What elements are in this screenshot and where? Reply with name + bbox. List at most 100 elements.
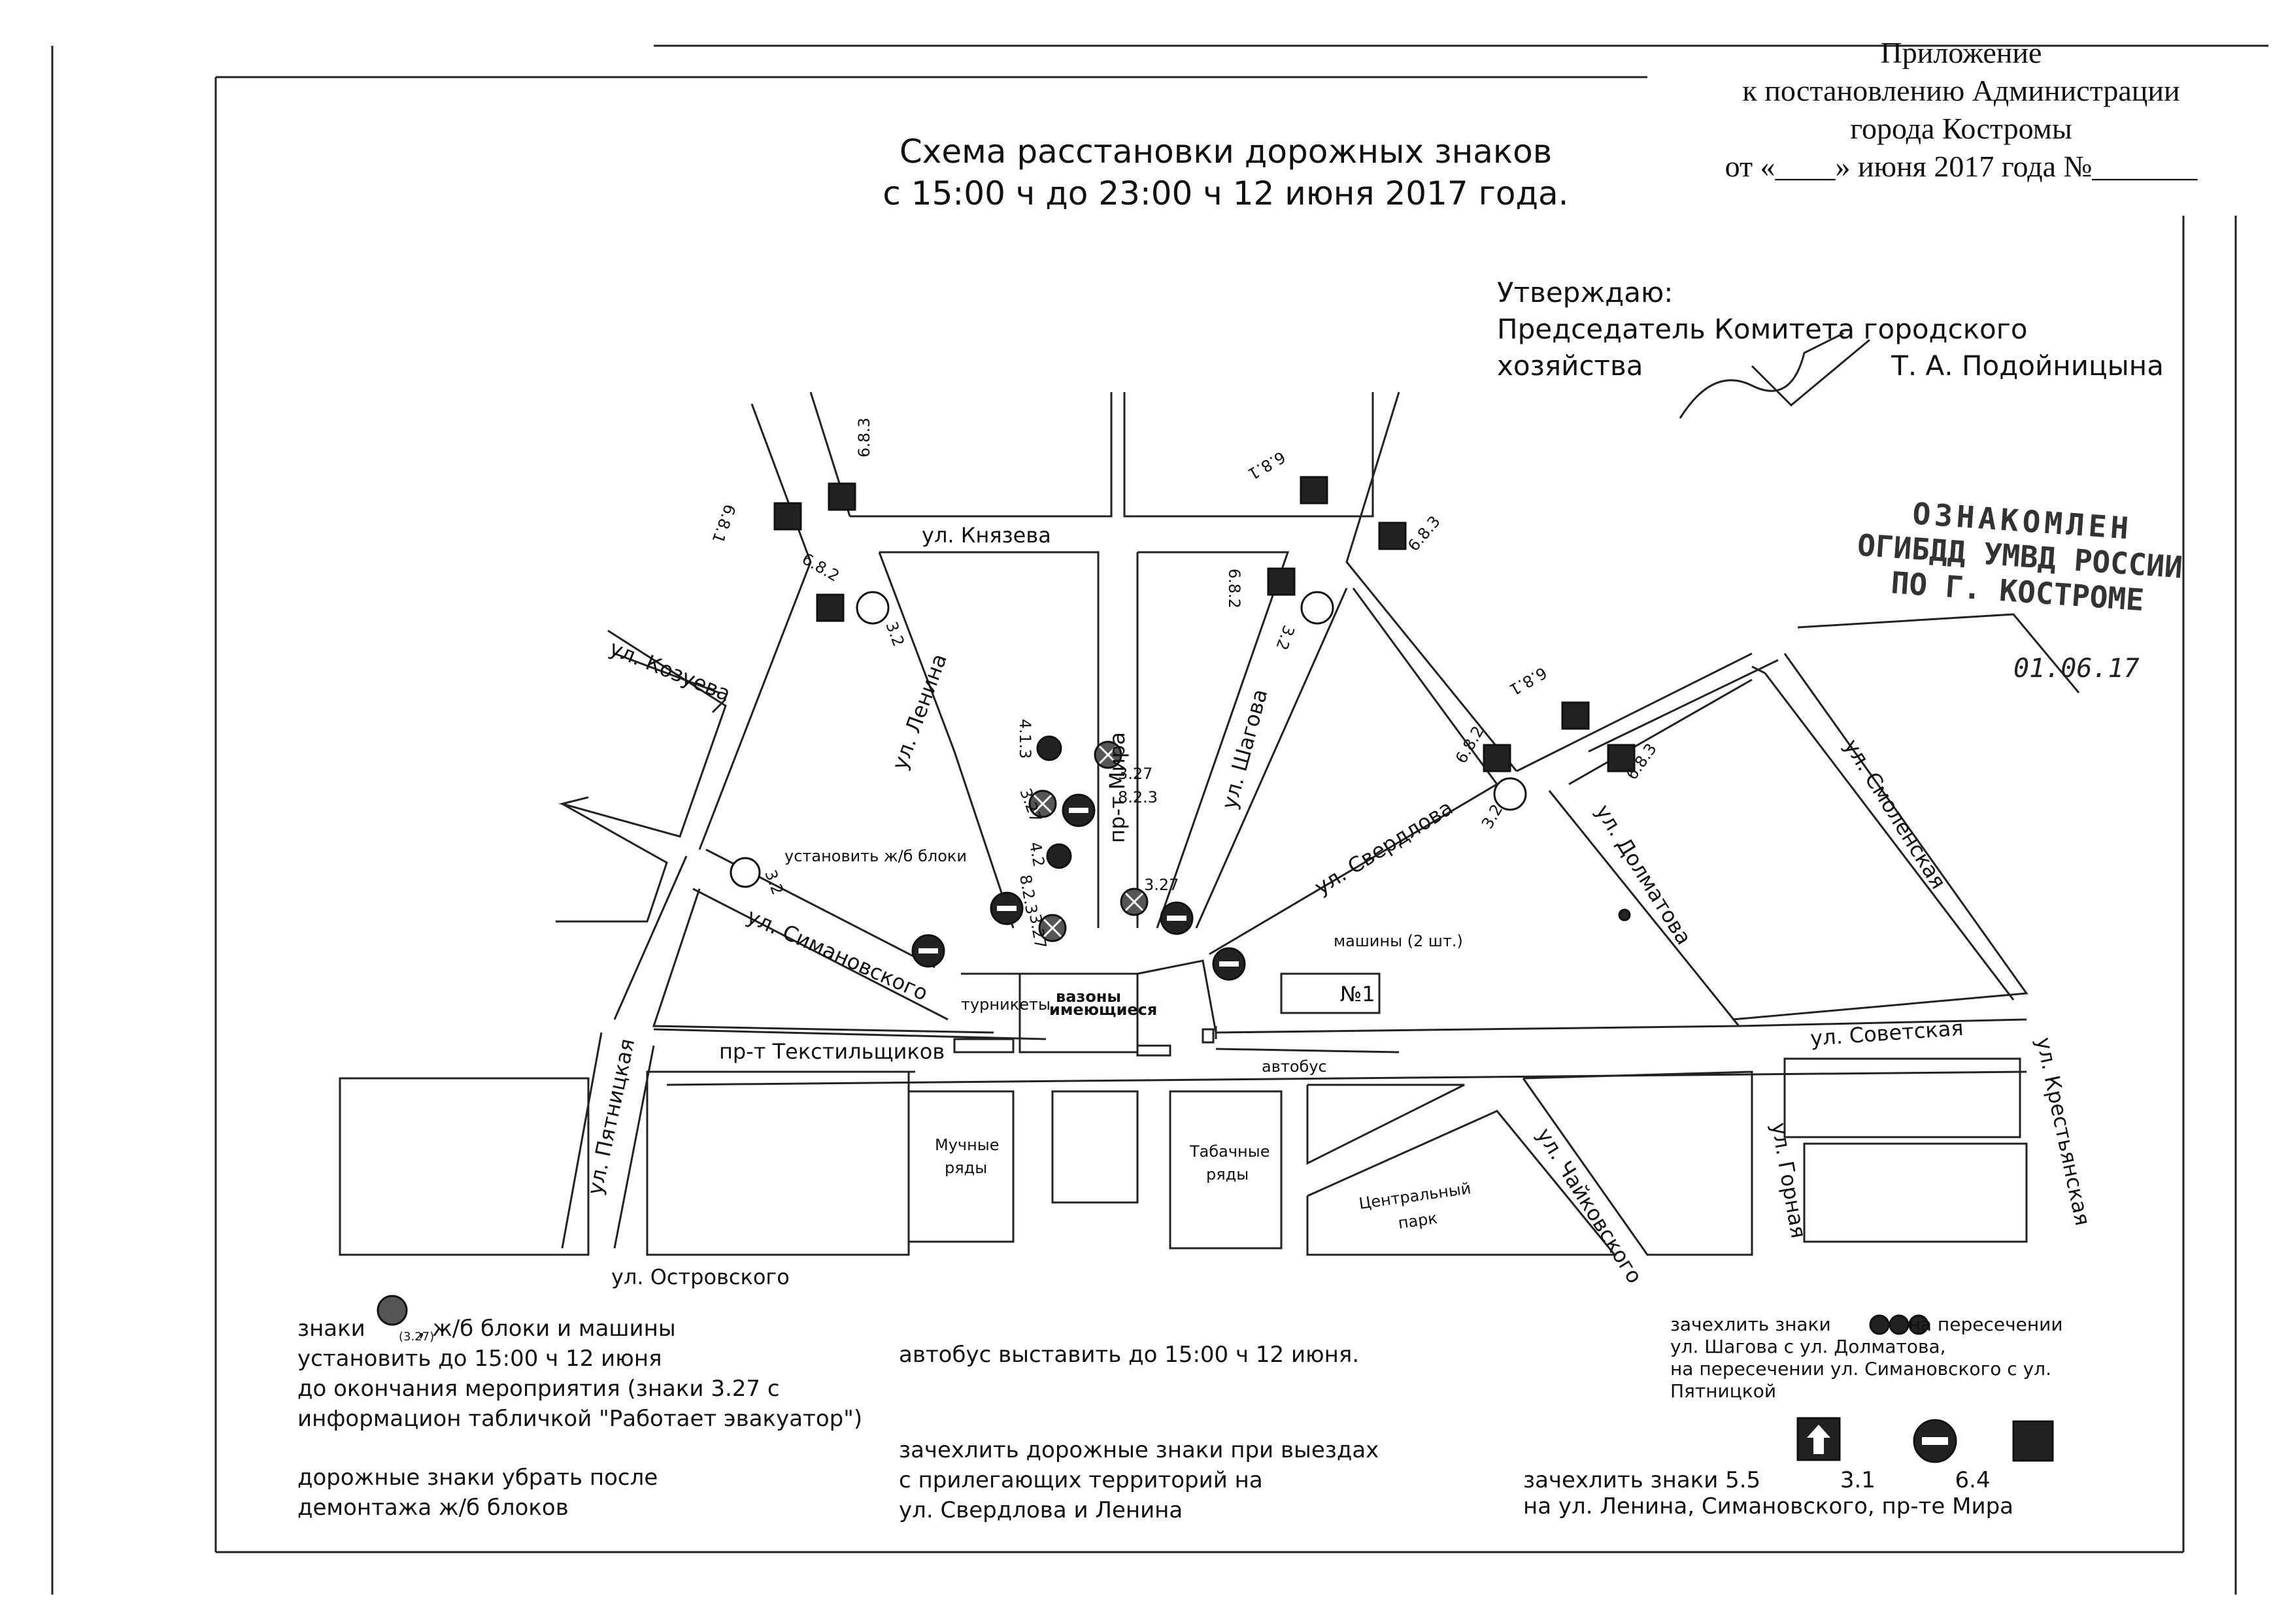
legend-cover-icons <box>1869 1314 1929 1335</box>
note-mid4: ул. Свердлова и Ленина <box>899 1497 1183 1523</box>
label-park-2: парк <box>1397 1209 1438 1233</box>
sign-6-8-1-dolmatova <box>1561 701 1590 730</box>
sign-6-8-1-top-left <box>773 502 802 531</box>
note-left1-tail: , ж/б блоки и машины <box>418 1316 676 1342</box>
sign-6-8-2-sverdlova <box>1483 744 1511 772</box>
label-turnstiles: турникеты <box>961 995 1051 1014</box>
code-3-2-sim: 3.2 <box>761 867 786 897</box>
street-tekstilshchikov: пр-т Текстильщиков <box>719 1039 945 1064</box>
note-right5: зачехлить знаки 5.5 <box>1523 1467 1761 1493</box>
approval-block: Утверждаю: Председатель Комитета городск… <box>1497 274 2216 384</box>
street-ostrovskogo: ул. Островского <box>611 1265 790 1289</box>
street-knyazeva: ул. Князева <box>922 523 1051 548</box>
label-vazony-2: имеющиеся <box>1049 1001 1157 1019</box>
legend-3-1-icon <box>1913 1419 1957 1463</box>
appendix-line4: от «____» июня 2017 года №_______ <box>1724 150 2198 183</box>
note-right6: на ул. Ленина, Симановского, пр-те Мира <box>1523 1493 2013 1519</box>
street-shagova: ул. Шагова <box>1217 686 1272 812</box>
note-right5-row: зачехлить знаки 5.5 3.1 6.4 на ул. Ленин… <box>1523 1467 2177 1519</box>
signature <box>1679 332 1870 419</box>
code-4-1-3: 4.1.3 <box>1016 719 1034 759</box>
code-3-2-shagova: 3.2 <box>1272 623 1298 652</box>
sign-4-1-3 <box>1036 735 1062 761</box>
legend-6-4-icon <box>2012 1420 2054 1462</box>
street-sverdlova: ул. Свердлова <box>1310 795 1457 900</box>
sign-3-2-lenina <box>856 591 890 625</box>
code-6-8-1-mid: 6.8.1 <box>1245 448 1288 484</box>
note-left6: демонтажа ж/б блоков <box>297 1495 569 1521</box>
sign-3-1-d <box>1160 901 1194 935</box>
code-6-8-3-r: 6.8.3 <box>1404 512 1444 555</box>
street-lenina: ул. Ленина <box>887 650 952 773</box>
note-mid: автобус выставить до 15:00 ч 12 июня. за… <box>899 1340 1487 1525</box>
label-cars: машины (2 шт.) <box>1334 932 1463 950</box>
title-line1: Схема расстановки дорожных знаков <box>899 133 1553 171</box>
code-6-8-2-mid: 6.8.2 <box>1225 569 1243 608</box>
note-right5b: 3.1 <box>1840 1467 1876 1493</box>
title-line2: с 15:00 ч до 23:00 ч 12 июня 2017 года. <box>883 174 1569 212</box>
sign-3-2-sverdlova <box>1493 777 1527 811</box>
note-signs-word: знаки <box>297 1316 365 1342</box>
label-muchnye-1: Мучные <box>935 1136 1000 1154</box>
appendix-line2: к постановлению Администрации <box>1742 74 2180 107</box>
sign-6-8-1-mid <box>1300 476 1328 505</box>
street-smolenskaya: ул. Смоленская <box>1839 735 1951 893</box>
street-simanovskogo: ул. Симановского <box>743 904 932 1006</box>
street-kozueva: ул. Козуева <box>606 635 734 706</box>
code-3-2-lenina: 3.2 <box>882 619 907 648</box>
sign-3-1-b <box>990 891 1024 925</box>
sign-3-27-d <box>1120 887 1149 916</box>
label-vazony-1: вазоны <box>1056 987 1121 1006</box>
code-8-2-3-b: 8.2.3 <box>1118 788 1158 806</box>
code-4-2: 4.2 <box>1026 840 1048 868</box>
street-mira: пр-т Мира <box>1105 732 1130 843</box>
street-names: ул. Князева ул. Козуева ул. Ленина пр-т … <box>582 523 2096 1289</box>
sign-3-2-simanovskogo <box>730 857 761 888</box>
note-left5: дорожные знаки убрать после <box>297 1465 658 1491</box>
sign-6-8-3-dolmatova <box>1607 744 1636 772</box>
note-left: знаки , ж/б блоки и машины установить до… <box>297 1314 918 1523</box>
sign-6-8-2-mid <box>1267 567 1296 596</box>
note-right5c: 6.4 <box>1955 1467 1991 1493</box>
note-left4: информацион табличкой "Работает эвакуато… <box>297 1406 863 1432</box>
place-labels: Мучные ряды Табачные ряды Центральный па… <box>784 847 1472 1233</box>
note-right: зачехлить знаки на пересечении ул. Шагов… <box>1670 1314 2193 1402</box>
sign-6-8-3-right <box>1378 522 1407 550</box>
sign-3-27-b <box>1094 740 1122 769</box>
street-chaykovskogo: ул. Чайковского <box>1532 1123 1647 1287</box>
sign-3-2-shagova <box>1300 591 1334 625</box>
sign-3-1-e <box>1212 947 1246 981</box>
code-6-8-1-dol: 6.8.1 <box>1506 663 1550 699</box>
label-blocks: установить ж/б блоки <box>784 847 967 865</box>
approval-line2: Председатель Комитета городского <box>1497 313 2028 345</box>
label-bus: автобус <box>1262 1057 1327 1076</box>
note-right2: ул. Шагова с ул. Долматова, <box>1670 1336 1946 1357</box>
code-6-8-3-tl: 6.8.3 <box>855 418 873 457</box>
street-sovetskaya: ул. Советская <box>1809 1016 1964 1051</box>
sign-3-1-a <box>911 934 945 968</box>
note-left3: до окончания мероприятия (знаки 3.27 с <box>297 1376 780 1402</box>
label-park-1: Центральный <box>1358 1179 1472 1213</box>
label-tabachnye-1: Табачные <box>1189 1142 1270 1161</box>
street-dolmatova: ул. Долматова <box>1590 800 1696 949</box>
approval-line3: хозяйства <box>1497 350 1643 382</box>
note-right4: Пятницкой <box>1670 1380 1777 1402</box>
sign-4-2 <box>1046 843 1072 869</box>
note-right1b: на пересечении <box>1908 1314 2063 1335</box>
sign-6-8-3-top-left <box>828 482 856 511</box>
note-right3: на пересечении ул. Симановского с ул. <box>1670 1358 2051 1380</box>
code-6-8-2-l: 6.8.2 <box>799 550 843 586</box>
code-6-8-1-tl: 6.8.1 <box>708 502 739 546</box>
code-3-27-d: 3.27 <box>1144 876 1179 894</box>
street-krestyanskaya: ул. Крестьянская <box>2031 1035 2095 1228</box>
legend-3-27-icon <box>377 1295 408 1326</box>
note-left2: установить до 15:00 ч 12 июня <box>297 1346 662 1372</box>
sign-6-8-2-left <box>816 593 845 622</box>
appendix-line1: Приложение <box>1880 36 2042 69</box>
code-3-27-b: 3.27 <box>1118 765 1152 783</box>
sign-3-1-c <box>1062 793 1096 827</box>
label-no1: №1 <box>1340 982 1375 1006</box>
approval-line1: Утверждаю: <box>1497 276 1674 308</box>
note-sign-sub: (3.27) <box>399 1330 435 1344</box>
